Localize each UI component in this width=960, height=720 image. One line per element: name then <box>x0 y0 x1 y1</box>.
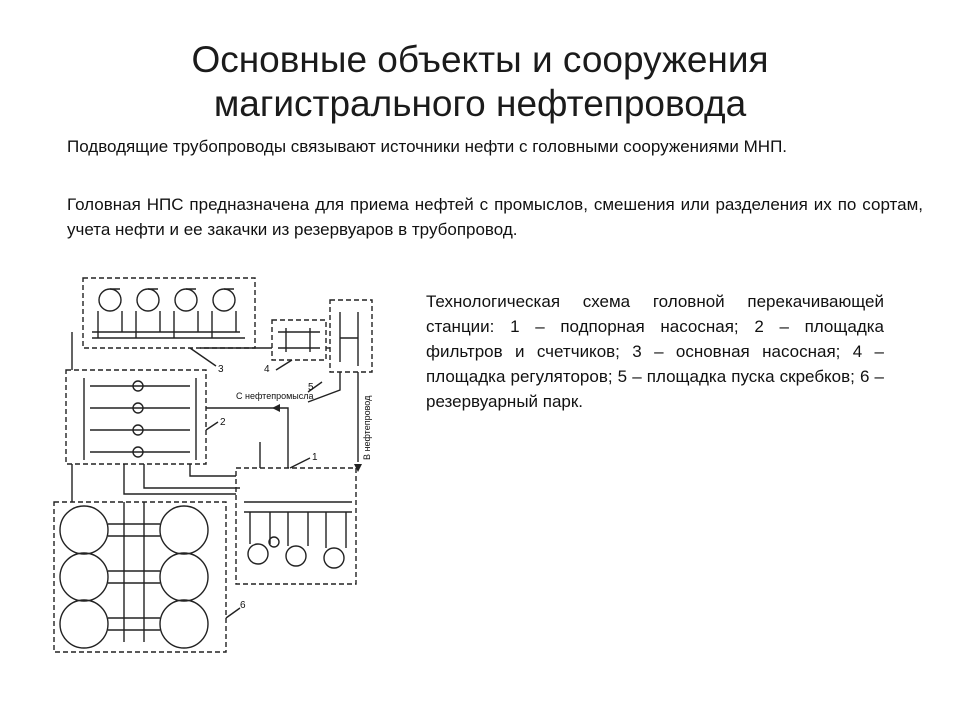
main-pumps <box>92 288 245 339</box>
label-zone-4: 4 <box>264 364 270 375</box>
slide-title: Основные объекты и сооружения магистраль… <box>0 38 960 126</box>
label-to-pipeline: В нефтепровод <box>362 395 372 460</box>
slide-title-line-2: магистрального нефтепровода <box>213 83 747 124</box>
meters <box>83 378 197 460</box>
zone-5-scraper-launch <box>329 299 373 373</box>
booster-pumps <box>244 501 352 569</box>
zone-4-regulators <box>271 319 327 361</box>
zone-6-tank-farm <box>53 501 227 653</box>
label-zone-1: 1 <box>312 452 318 463</box>
label-zone-2: 2 <box>220 417 226 428</box>
station-scheme-diagram: 1 2 3 4 5 6 С нефтепромысла В нефтепрово… <box>53 277 373 653</box>
label-zone-6: 6 <box>240 600 246 611</box>
slide-title-line-1: Основные объекты и сооружения <box>191 39 769 80</box>
paragraph-head-station: Головная НПС предназначена для приема не… <box>67 195 923 239</box>
scheme-caption: Технологическая схема головной перекачив… <box>426 292 884 411</box>
label-zone-5: 5 <box>308 382 314 393</box>
label-from-field: С нефтепромысла <box>236 391 314 401</box>
paragraph-feed-pipelines: Подводящие трубопроводы связывают источн… <box>67 137 788 156</box>
label-zone-3: 3 <box>218 364 224 375</box>
zone-2-filters-meters <box>65 369 207 465</box>
tanks <box>59 502 209 649</box>
zone-3-main-pump-station <box>82 277 256 349</box>
zone-1-booster-pumps <box>235 467 357 585</box>
